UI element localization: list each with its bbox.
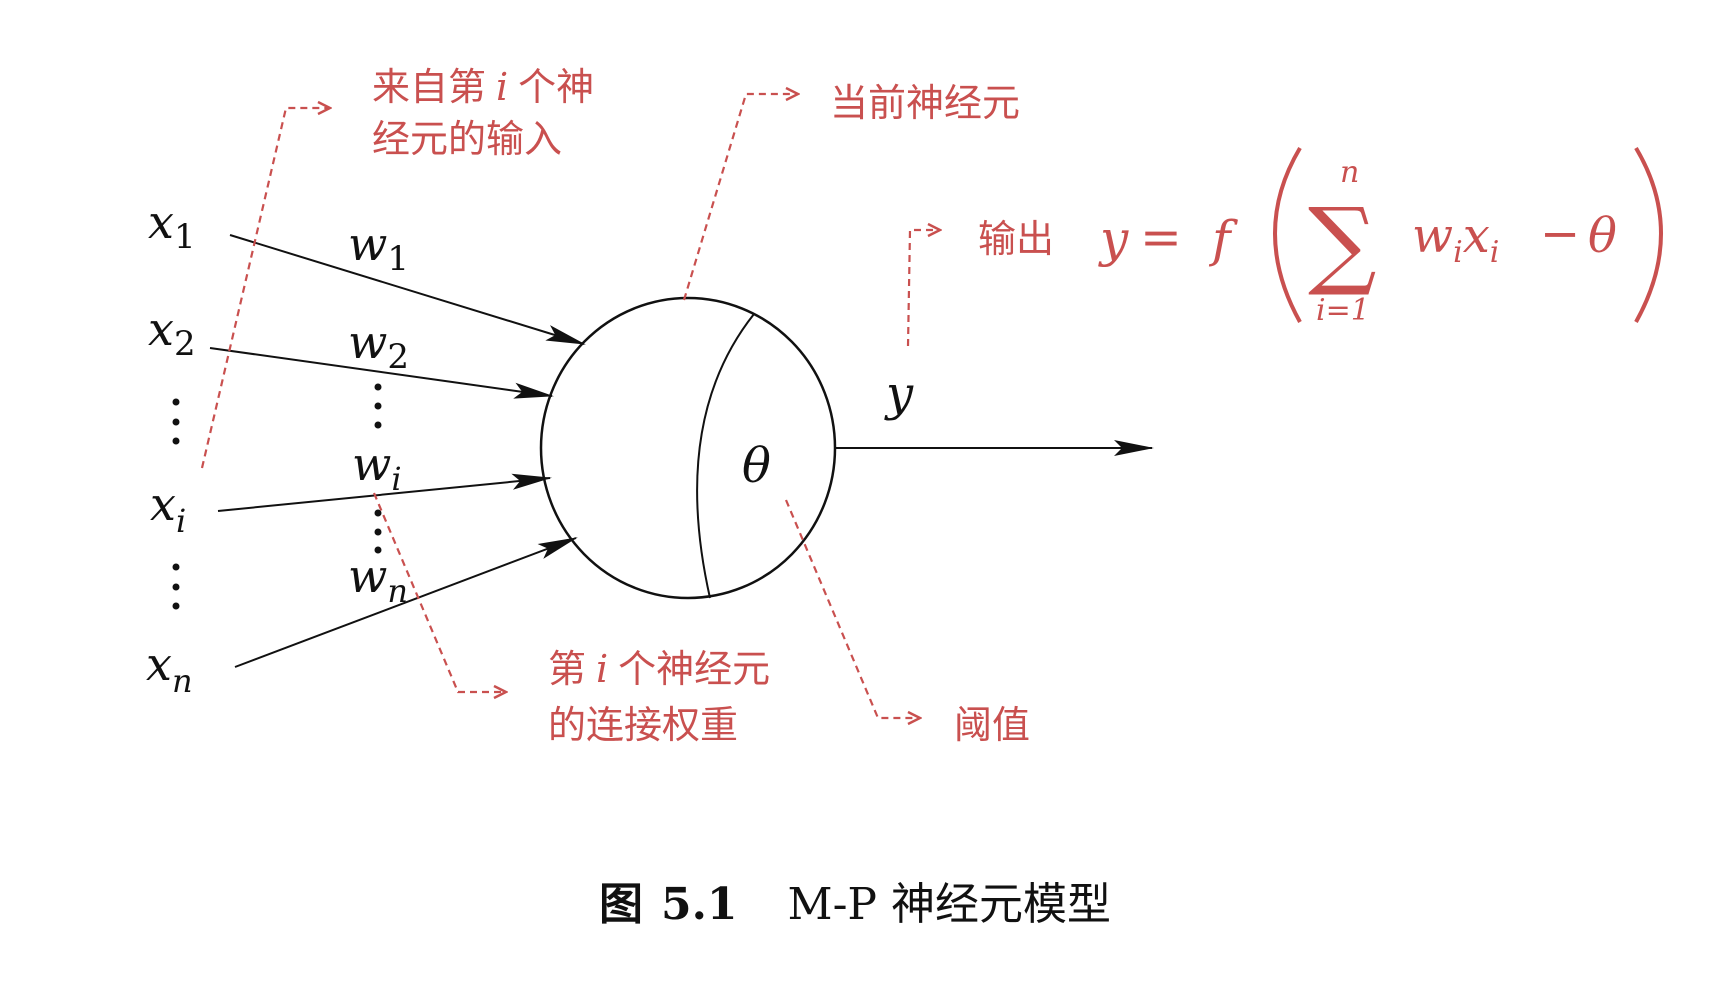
input-ellipsis-lower xyxy=(172,563,180,610)
svg-text:∑: ∑ xyxy=(1308,187,1377,299)
weight-w2: w2 xyxy=(348,315,409,377)
input-labels: x1 x2 xi xn xyxy=(146,195,196,700)
threshold-symbol: θ xyxy=(742,438,771,494)
input-x2: x2 xyxy=(148,302,196,364)
weight-labels: w1 w2 wi wn xyxy=(348,217,409,610)
svg-text:=: = xyxy=(1140,208,1182,266)
input-ellipsis-upper xyxy=(172,398,180,445)
svg-text:wixi: wixi xyxy=(1412,208,1499,270)
output-symbol: y xyxy=(884,366,914,422)
svg-text:的连接权重: 的连接权重 xyxy=(548,703,738,747)
input-xi: xi xyxy=(150,477,186,540)
output-formula: y = f n ∑ i=1 wixi − θ xyxy=(1098,146,1663,328)
annotation-output-label: 输出 xyxy=(978,217,1054,261)
neuron-body xyxy=(539,296,837,600)
input-x1: x1 xyxy=(148,195,196,257)
weight-ellipsis-lower xyxy=(374,509,382,554)
figure-label: 图 xyxy=(598,879,643,930)
annotation-current-neuron: 当前神经元 xyxy=(830,81,1020,125)
svg-text:f: f xyxy=(1208,210,1238,268)
figure-title: M-P 神经元模型 xyxy=(787,879,1112,930)
input-xn: xn xyxy=(146,637,193,700)
figure-number: 5.1 xyxy=(660,879,738,930)
input-arrows xyxy=(209,234,586,668)
svg-text:−: − xyxy=(1540,206,1580,262)
weight-wi: wi xyxy=(352,437,402,498)
weight-w1: w1 xyxy=(348,217,409,279)
figure-caption: 图 5.1 M-P 神经元模型 xyxy=(0,868,1710,932)
annotation-leaders xyxy=(200,94,940,718)
weight-ellipsis-upper xyxy=(374,383,382,429)
svg-text:i=1: i=1 xyxy=(1316,293,1370,328)
svg-text:n: n xyxy=(1340,155,1359,190)
svg-text:y: y xyxy=(1098,210,1129,268)
svg-text:经元的输入: 经元的输入 xyxy=(372,117,562,161)
annotation-threshold: 阈值 xyxy=(954,703,1030,747)
weight-wn: wn xyxy=(348,549,408,610)
svg-text:θ: θ xyxy=(1588,208,1617,264)
